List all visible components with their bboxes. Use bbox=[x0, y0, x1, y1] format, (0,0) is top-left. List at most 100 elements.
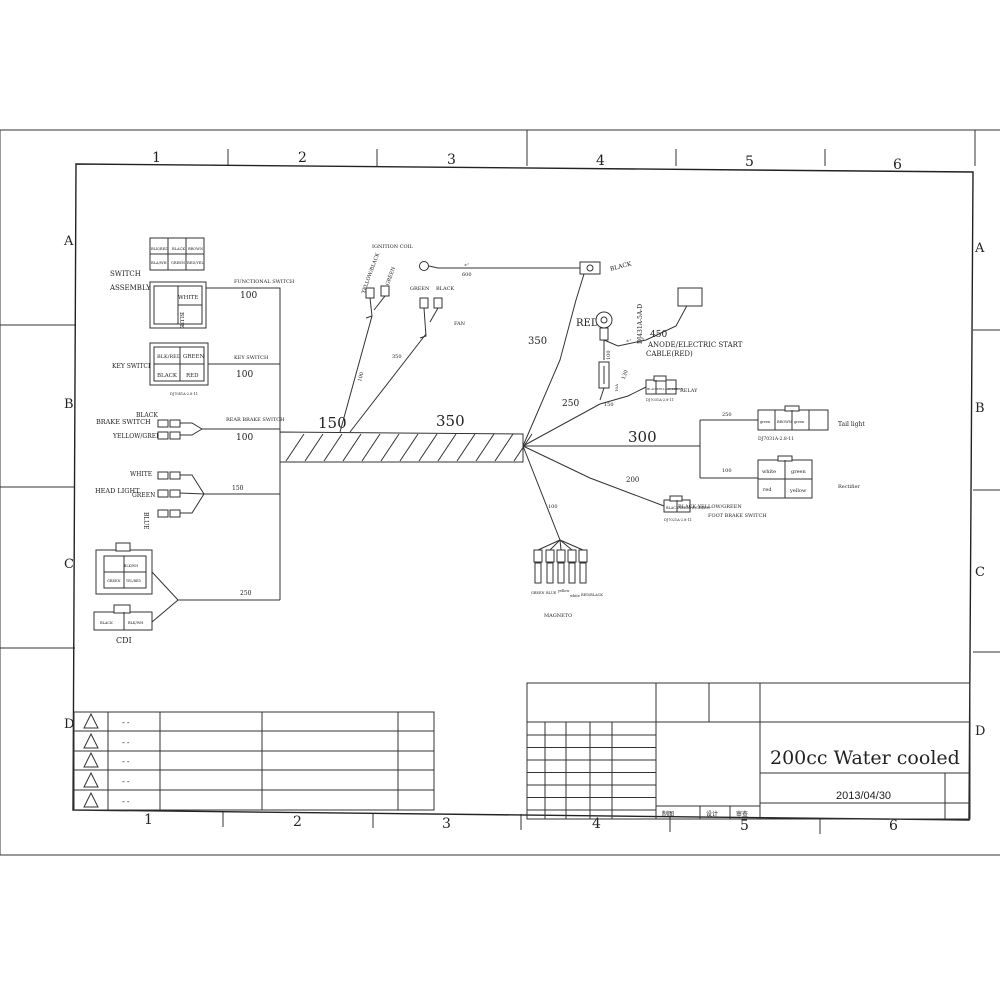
head-terminal-4 bbox=[169, 489, 181, 498]
col-label-6: 6 bbox=[893, 157, 902, 173]
foot-pin-yg: YELLOW/GREEN bbox=[678, 506, 710, 510]
key-pin-green: GREEN bbox=[183, 354, 205, 360]
revision-table: - - - - - - - - - - bbox=[73, 711, 435, 811]
magneto-sleeve bbox=[568, 562, 576, 584]
harness-hatch-line bbox=[475, 433, 495, 462]
harness-hatch-line bbox=[323, 433, 343, 462]
brake-yg-label: YELLOW/GREEN bbox=[112, 433, 166, 440]
magneto-label: MAGNETO bbox=[544, 613, 572, 619]
col-label-2: 2 bbox=[298, 150, 307, 166]
dim-350-harness: 350 bbox=[436, 412, 465, 430]
tail-pin-green: green bbox=[760, 420, 771, 424]
magneto-wire bbox=[549, 539, 561, 551]
rect-pin-green: green bbox=[791, 469, 807, 475]
outer-frame bbox=[0, 129, 1000, 856]
col-label-bottom-5: 5 bbox=[740, 818, 749, 834]
magneto-wire bbox=[559, 539, 584, 551]
pin-green: GREEN bbox=[171, 261, 185, 265]
magneto-wire bbox=[559, 539, 573, 551]
dim-100-brake: 100 bbox=[236, 433, 253, 443]
brake-terminal-1 bbox=[157, 419, 169, 428]
title-block-cell-3: 审查 bbox=[736, 810, 748, 818]
magneto-sleeve bbox=[557, 562, 565, 584]
mag-green-label: GREEN bbox=[531, 591, 545, 595]
cdi-second-tab bbox=[113, 604, 131, 614]
revision-value-1: - - bbox=[122, 718, 130, 727]
pin-blue: BLUE bbox=[178, 312, 184, 328]
dim-600: 600 bbox=[462, 272, 472, 278]
foot-wire-label: BLACK YELLOW/GREEN bbox=[678, 504, 742, 510]
key-pin-red: RED bbox=[186, 373, 199, 379]
dim-150-head: 150 bbox=[232, 485, 244, 492]
magneto-sleeve bbox=[579, 562, 587, 584]
row-label-right-b: B bbox=[975, 401, 985, 416]
head-green-label: GREEN bbox=[132, 492, 155, 499]
head-light-label: HEAD LIGHT bbox=[95, 487, 140, 495]
cdi-pin-blk-wh: BLK/WH bbox=[124, 564, 138, 568]
row-label-right-a: A bbox=[974, 241, 985, 256]
row-label-b: B bbox=[64, 397, 74, 412]
magneto-wire bbox=[559, 539, 562, 551]
drawing-date: 2013/04/30 bbox=[836, 790, 891, 802]
magneto-terminal bbox=[556, 549, 566, 563]
anode-label: ANODE/ELECTRIC START bbox=[647, 341, 743, 349]
dim-250-cdi: 250 bbox=[240, 590, 252, 597]
fan-label: FAN bbox=[454, 321, 466, 327]
mag-blue-label: BLUE bbox=[546, 591, 557, 595]
magneto-terminal bbox=[567, 549, 577, 563]
rect-pin-white: white bbox=[762, 469, 776, 475]
harness-hatch-line bbox=[456, 433, 476, 462]
starter-superscript: ±² bbox=[626, 338, 631, 343]
relay-pin-3: GREEN bbox=[667, 387, 679, 391]
harness-hatch-line bbox=[361, 433, 381, 462]
revision-value-3: - - bbox=[122, 757, 130, 766]
battery-black-label: BLACK bbox=[609, 260, 632, 273]
revision-mark-2 bbox=[83, 732, 99, 749]
foot-pin-black: BLACK bbox=[666, 506, 679, 510]
relay-pin-2: YELLOW/GREEN bbox=[656, 387, 684, 391]
foot-brake-label: FOOT BRAKE SWITCH bbox=[708, 513, 767, 519]
column-ticks-bottom: 1 2 3 4 5 6 bbox=[144, 812, 898, 834]
key-pin-blk-red: BLK/RED bbox=[157, 354, 181, 360]
cable-red-label: CABLE(RED) bbox=[646, 350, 693, 358]
dim-450: 450 bbox=[650, 330, 667, 340]
col-label-4: 4 bbox=[596, 153, 605, 169]
fuse-label: 10A bbox=[614, 384, 619, 392]
revision-value-5: - - bbox=[122, 797, 130, 806]
starter-lead: RED DJ431A-5A-D 100 10A 130 ±² 450 ANODE… bbox=[576, 287, 743, 401]
ign-green-label: GREEN bbox=[385, 266, 397, 287]
head-terminal-1 bbox=[157, 471, 169, 480]
col-label-5: 5 bbox=[745, 154, 754, 170]
relay-label: RELAY bbox=[680, 388, 698, 394]
ignition-coil: IGNITION COIL YELLOW/BLACK GREEN GREEN B… bbox=[339, 244, 580, 433]
dim-100-rect: 100 bbox=[722, 468, 732, 474]
ign-terminal-1 bbox=[365, 287, 375, 299]
column-ticks-top: 1 2 3 4 5 6 bbox=[152, 130, 976, 173]
head-terminal-3 bbox=[157, 489, 169, 498]
fan-green-label: GREEN bbox=[410, 286, 430, 292]
dim-100-ign: 100 bbox=[357, 372, 365, 383]
revision-value-4: - - bbox=[122, 777, 130, 786]
rectifier-label: Rectifier bbox=[838, 484, 860, 490]
harness-hatch-line bbox=[380, 433, 400, 462]
drawing-title: 200cc Water cooled bbox=[770, 747, 960, 769]
col-label-bottom-3: 3 bbox=[442, 816, 451, 832]
brake-switch-label: BRAKE SWITCH bbox=[96, 418, 151, 426]
inner-border bbox=[72, 163, 974, 821]
key-switch-label: KEY SWITCH bbox=[112, 363, 153, 370]
cdi-pin-yel-red: YEL/RED bbox=[125, 579, 141, 583]
row-label-c: C bbox=[64, 557, 74, 572]
dim-100-func: 100 bbox=[240, 291, 257, 301]
harness-hatch-line bbox=[399, 433, 419, 462]
fan-terminal-2 bbox=[433, 297, 443, 309]
mag-red-black-label: RED/BLACK bbox=[581, 593, 603, 597]
mag-white-label: white bbox=[570, 594, 580, 598]
pin-brown: BROWN bbox=[188, 247, 203, 251]
pin-black: BLACK bbox=[172, 247, 185, 251]
magneto-sleeve bbox=[546, 562, 554, 584]
harness-hatch-line bbox=[304, 433, 324, 462]
relay-pin-1: BLACK bbox=[647, 387, 659, 391]
red-lead-label: RED bbox=[576, 318, 599, 329]
harness-hatch-line bbox=[494, 433, 514, 462]
foot-part-label: DJ7021A-2.8-11 bbox=[664, 518, 692, 522]
